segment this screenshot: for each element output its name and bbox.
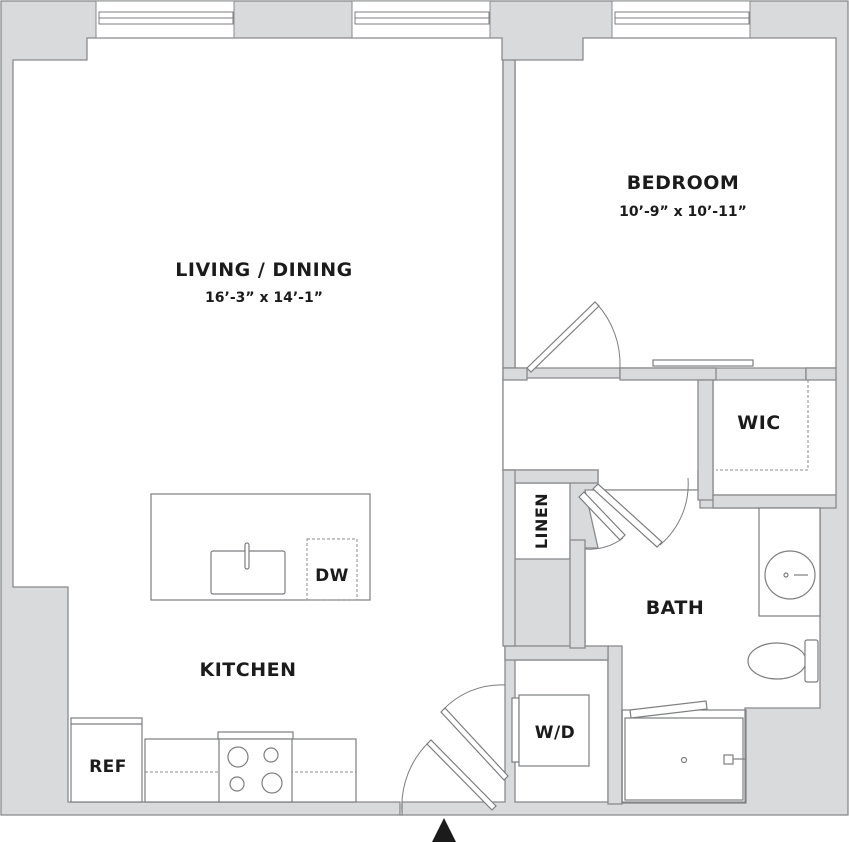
vanity-counter [758,507,821,617]
window-living-left [95,0,235,39]
laundry-door[interactable] [440,684,509,781]
living-dining-label: LIVING / DINING [175,259,352,281]
linen-door[interactable] [578,491,626,550]
wic-shelf-line [716,380,809,471]
windows [95,0,751,39]
bath-door-swing [659,477,689,546]
range-cooktop [218,738,293,803]
drain-icon [783,572,789,578]
laundry-bath-wall [607,645,623,805]
burner-icon [261,772,283,794]
burner-icon [227,746,249,768]
range-backguard [217,731,294,740]
walk-in-closet-area [712,377,837,496]
linen-door-swing [584,537,624,550]
wic-label: WIC [737,412,780,434]
bedroom-wall-stub-right [805,367,837,381]
living-bedroom-wall [502,59,516,369]
window-living-right [351,0,491,39]
sink-faucet-icon [244,542,250,570]
dishwasher-label: DW [315,566,349,586]
living-dining-kitchen-area [12,37,506,816]
living-dining-dimensions: 16’-3” x 14’-1” [205,290,323,306]
laundry-door-swing [442,684,506,711]
bedroom-wall-stub-mid [619,367,717,381]
washer-dryer: W/D [511,694,590,767]
linen-top-wall [504,469,599,484]
vanity [758,507,821,617]
wic-left-wall [697,379,714,501]
toilet [747,639,819,683]
bedroom-door[interactable] [526,301,621,373]
laundry-top-wall [504,645,609,661]
entry-arrow-icon [432,818,456,842]
shower [621,700,747,804]
toilet-tank-icon [804,639,819,683]
kitchen-island: DW [150,493,371,601]
refrigerator-label: REF [89,757,127,777]
bathroom-sink-icon [764,550,816,600]
refrigerator [70,717,143,803]
entry-door-leaf [426,739,497,811]
bedroom-label: BEDROOM [627,172,740,194]
bedroom-dimensions: 10’-9” x 10’-11” [619,204,747,220]
shower-door[interactable] [629,700,708,719]
shower-drain-icon [680,756,688,764]
kitchen-label: KITCHEN [200,659,297,681]
washer-dryer-label: W/D [535,723,576,743]
bath-door[interactable] [592,477,689,548]
burner-icon [229,776,245,792]
burner-icon [263,747,279,763]
dishwasher-outline [306,538,358,601]
bedroom-wall-stub-left [502,367,528,381]
wic-bottom-wall [712,494,837,509]
entry-door[interactable] [401,739,497,813]
washer-dryer-back [511,697,520,763]
linen-label: LINEN [532,493,551,549]
bath-label: BATH [646,597,705,619]
washer-dryer-unit [518,694,590,767]
bedroom-door-swing [596,303,621,369]
closet-sliding-door[interactable] [652,359,754,367]
linen-left-wall [502,469,516,647]
bath-left-wall [569,539,586,649]
entry-door-swing [401,741,430,813]
kitchen-counter-run: REF [70,717,357,803]
bath-door-leaf [592,483,663,548]
window-bedroom [611,0,751,39]
